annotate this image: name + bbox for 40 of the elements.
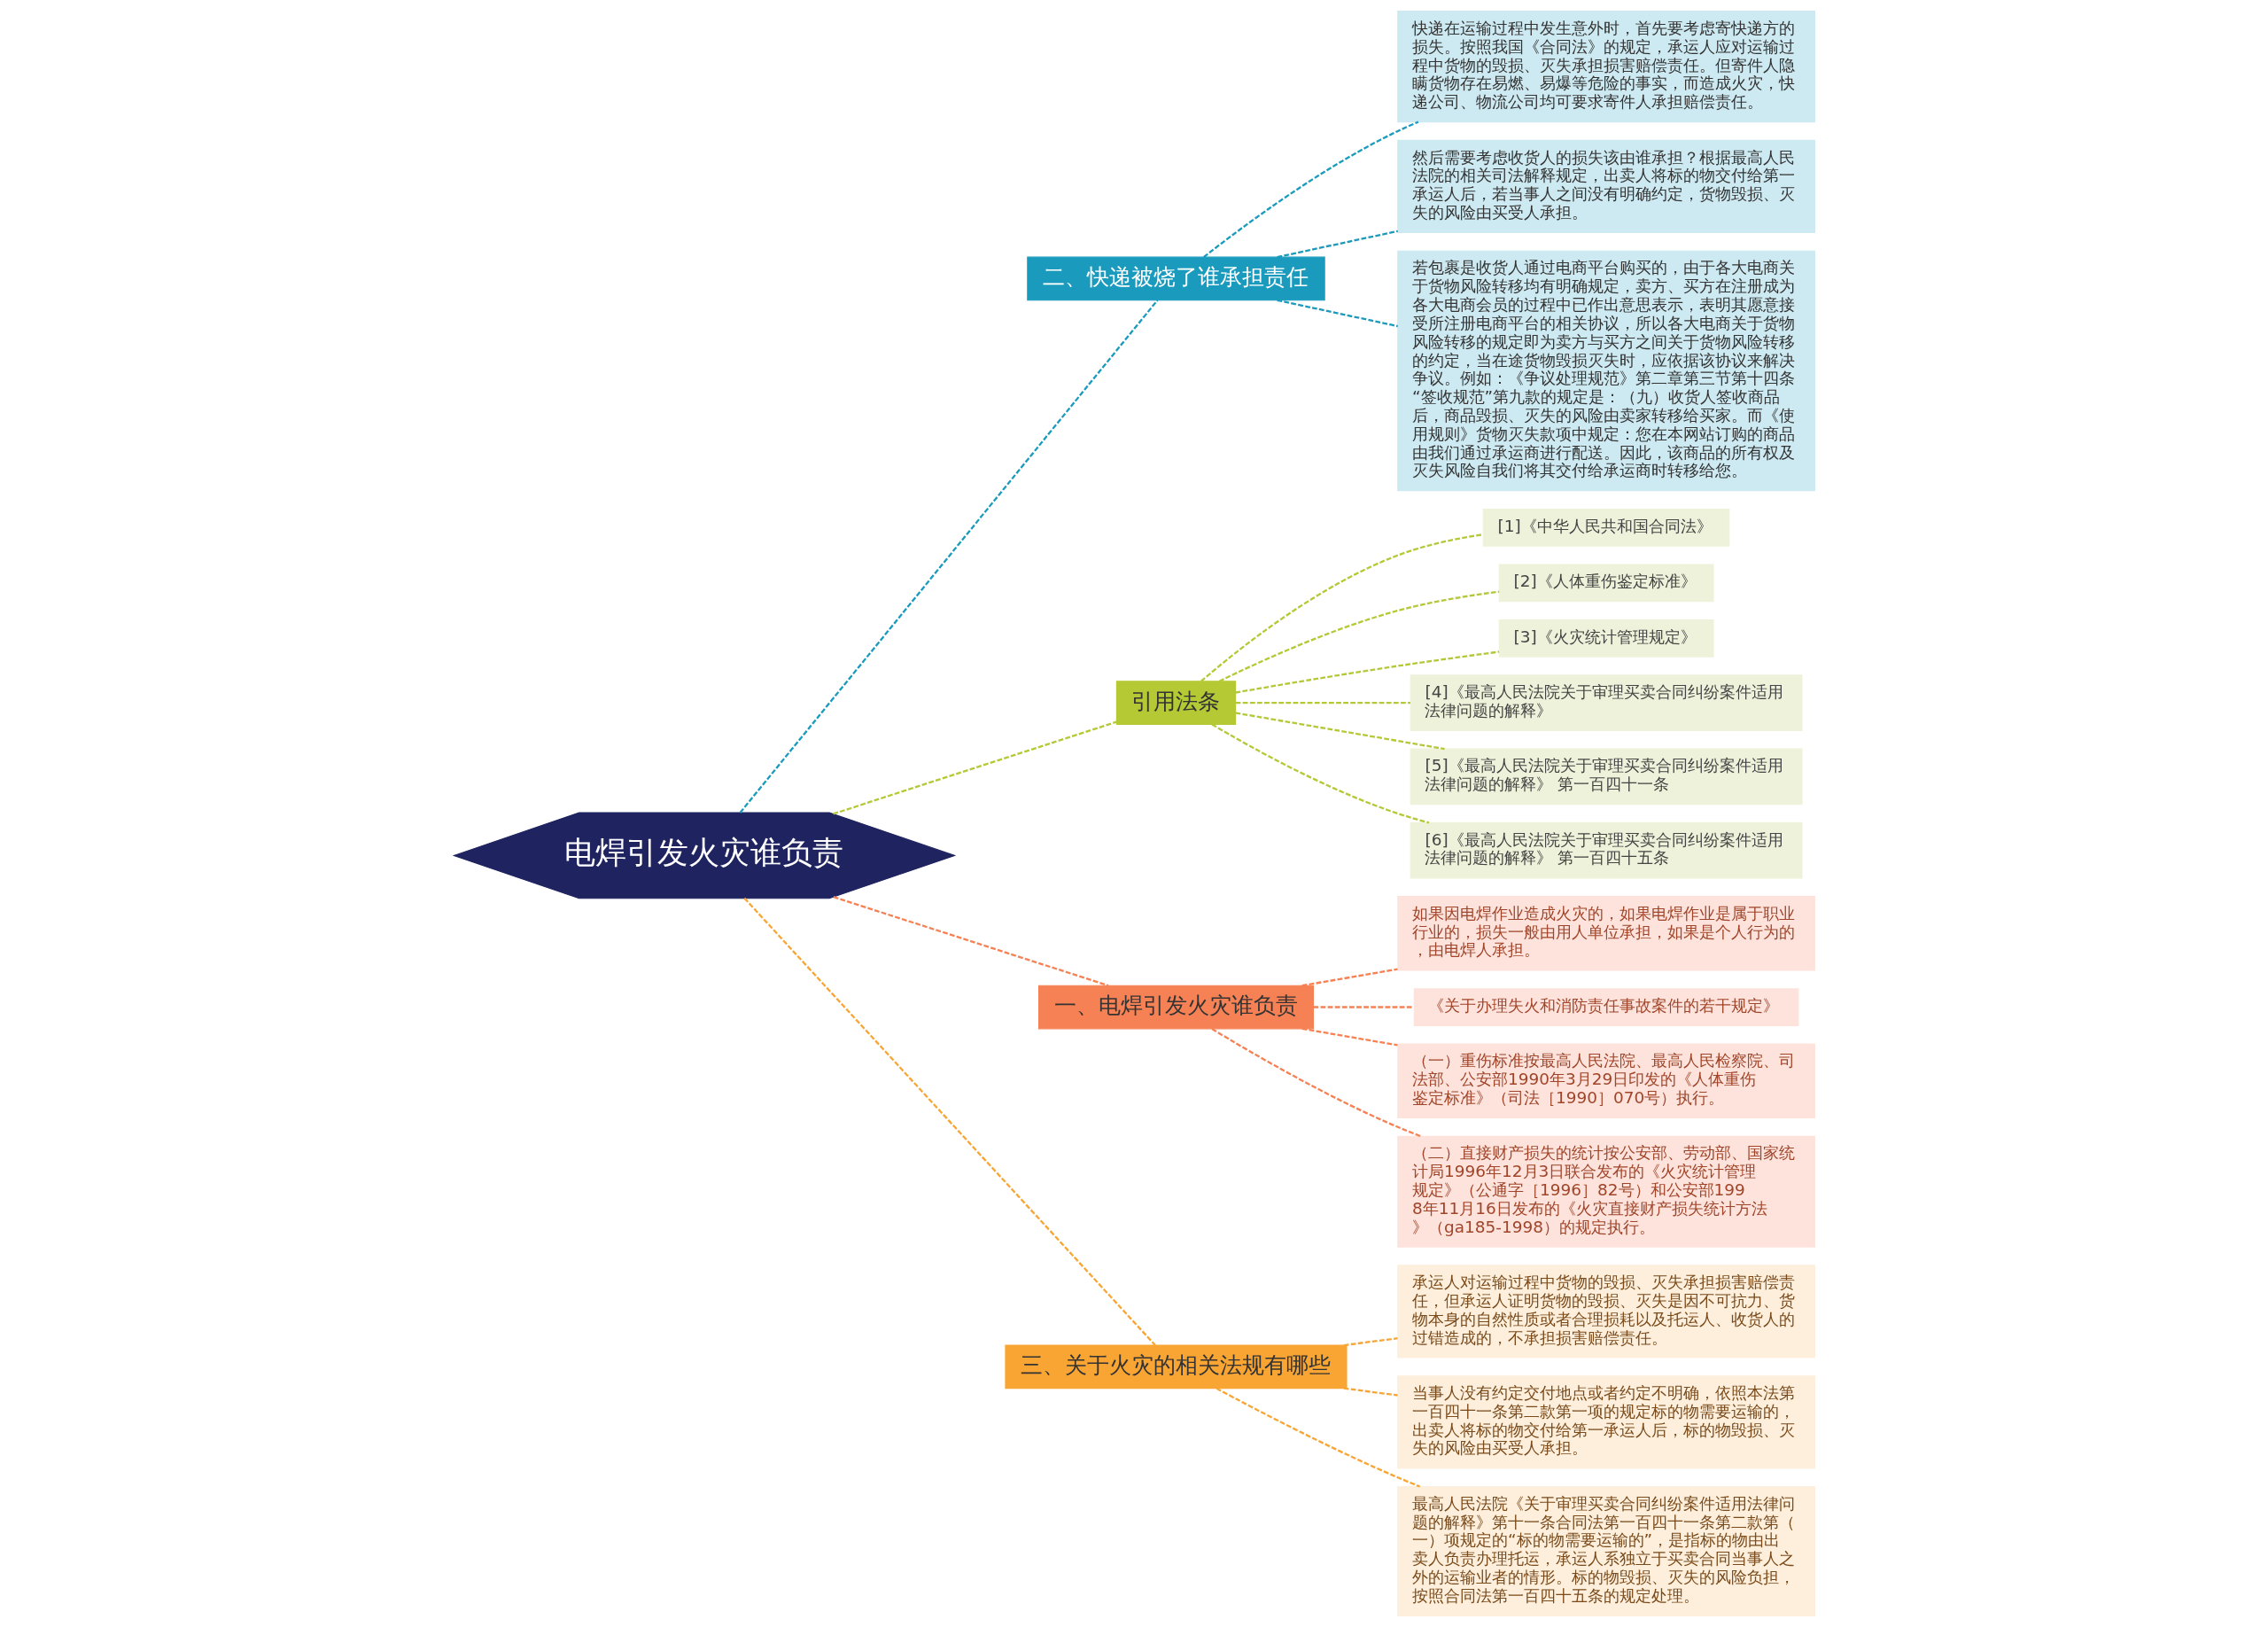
connector — [833, 896, 1108, 987]
node-box: [1]《中华人民共和国合同法》 — [1482, 509, 1729, 547]
node-box: 最高人民法院《关于审理买卖合同纠纷案件适用法律问题的解释》第十一条合同法第一百四十一条第二款第（一）项规定的“标的物需要运输的”，是指标的物由出卖人负责办理托运，承运人系独立于买卖合同当事人之外的运输业者的情形。标的物毁损、灭失的风险负担，按照合同法第一百四十五条的规定处理。 — [1396, 1486, 1815, 1616]
node-box: [4]《最高人民法院关于审理买卖合同纠纷案件适用法律问题的解释》 — [1410, 674, 1802, 731]
connector — [1301, 1027, 1398, 1047]
connector — [1235, 712, 1445, 751]
node-box: 承运人对运输过程中货物的毁损、灭失承担损害赔偿责任，但承运人证明货物的毁损、灭失是因不可抗力、货物本身的自然性质或者合理损耗以及托运人、收货人的过错造成的，不承担损害赔偿责任。 — [1396, 1265, 1815, 1358]
node-box: 若包裹是收货人通过电商平台购买的，由于各大电商关于货物风险转移均有明确规定，卖方、买方在注册成为各大电商会员的过程中已作出意思表示，表明其愿意接受所注册电商平台的相关协议，所以各大电商关于货物风险转移的规定即为卖方与买方之间关于货物风险转移的约定，当在途货物毁损灭失时，应依据该协议来解决争议。例如：《争议处理规范》第二章第三节第十四条“签收规范”第九款的规定是：（九）收货人签收商品后，商品毁损、灭失的风险由卖家转移给买家。而《使用规则》货物灭失款项中规定：您在本网站订购的商品由我们通过承运商进行配送。因此，该商品的所有权及灭失风险自我们将其交付给承运商时转移给您。 — [1396, 250, 1815, 492]
connector — [1202, 121, 1418, 259]
node-box: [3]《火灾统计管理规定》 — [1498, 619, 1713, 658]
connector — [1343, 1337, 1398, 1347]
connector — [1276, 230, 1398, 259]
node-box: [5]《最高人民法院关于审理买卖合同纠纷案件适用法律问题的解释》 第一百四十一条 — [1410, 748, 1802, 806]
connector — [1313, 1006, 1414, 1008]
node-box: 快递在运输过程中发生意外时，首先要考虑寄快递方的损失。按照我国《合同法》的规定，承运人应对运输过程中货物的毁损、灭失承担损害赔偿责任。但寄件人隐瞒货物存在易燃、易爆等危险的事实，而造成火灾，快递公司、物流公司均可要求寄件人承担赔偿责任。 — [1396, 11, 1815, 123]
connector — [1216, 1387, 1420, 1488]
node-box: [6]《最高人民法院关于审理买卖合同纠纷案件适用法律问题的解释》 第一百四十五条 — [1410, 821, 1802, 879]
node-box: 《关于办理失火和消防责任事故案件的若干规定》 — [1413, 988, 1798, 1026]
connector — [1210, 1028, 1421, 1138]
connector — [1218, 590, 1499, 682]
node-box: 二、快递被烧了谁承担责任 — [1026, 256, 1325, 301]
node-box: （二）直接财产损失的统计按公安部、劳动部、国家统计局1996年12月3日联合发布的《火灾统计管理规定》（公通字［1996］82号）和公安部1998年11月16日发布的《火灾直接财产损失统计方法》（ga185-1998）的规定执行。 — [1396, 1135, 1815, 1248]
connector — [1235, 701, 1410, 705]
connector — [743, 897, 1156, 1346]
node-box: （一）重伤标准按最高人民法院、最高人民检察院、司法部、公安部1990年3月29日印发的《人体重伤鉴定标准》（司法［1990］070号）执行。 — [1396, 1043, 1815, 1118]
connector — [739, 300, 1158, 814]
node-box: 引用法条 — [1115, 681, 1236, 725]
connector — [1234, 650, 1499, 694]
connector — [1343, 1387, 1398, 1397]
connector — [832, 720, 1117, 815]
connector — [1301, 968, 1398, 987]
connector — [1211, 723, 1429, 824]
node-box: 一、电焊引发火灾谁负责 — [1037, 985, 1314, 1030]
connector — [1276, 299, 1398, 328]
node-box: 当事人没有约定交付地点或者约定不明确，依照本法第一百四十一条第二款第一项的规定标的物需要运输的，出卖人将标的物交付给第一承运人后，标的物毁损、灭失的风险由买受人承担。 — [1396, 1375, 1815, 1469]
connector — [1200, 533, 1483, 682]
node-box: 三、关于火灾的相关法规有哪些 — [1004, 1344, 1348, 1390]
node-box: 然后需要考虑收货人的损失该由谁承担？根据最高人民法院的相关司法解释规定，出卖人将标的物交付给第一承运人后，若当事人之间没有明确约定，货物毁损、灭失的风险由买受人承担。 — [1396, 139, 1815, 233]
node-box: 如果因电焊作业造成火灾的，如果电焊作业是属于职业行业的，损失一般由用人单位承担，如果是个人行为的，由电焊人承担。 — [1396, 896, 1815, 971]
node-box: [2]《人体重伤鉴定标准》 — [1498, 564, 1713, 603]
